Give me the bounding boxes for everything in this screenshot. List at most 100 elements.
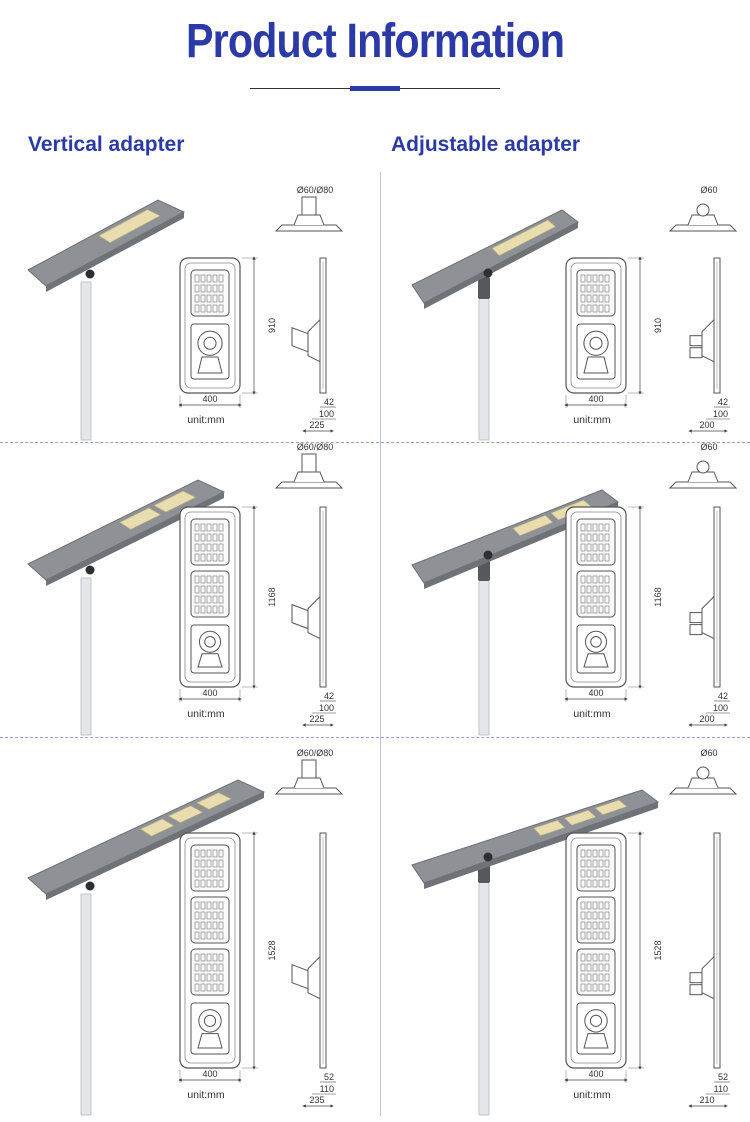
side-mount-bracket xyxy=(307,955,321,1000)
led-cell xyxy=(598,921,604,930)
front-led-module xyxy=(190,844,230,892)
lamp-housing xyxy=(27,199,186,287)
side-mount-bracket xyxy=(307,318,321,363)
side-adjust-joint xyxy=(689,347,703,359)
led-cell xyxy=(580,953,586,962)
led-panel xyxy=(119,507,162,530)
led-cell xyxy=(212,523,218,532)
led-cell xyxy=(604,553,610,562)
unit-label: unit:mm xyxy=(187,414,225,426)
led-cell xyxy=(592,869,598,878)
led-cell xyxy=(212,921,218,930)
led-cell xyxy=(194,284,200,293)
mount-ring xyxy=(197,330,223,356)
side-adjust-joint xyxy=(689,624,703,636)
led-cell xyxy=(586,294,592,303)
front-led-module xyxy=(576,518,616,566)
thickness-label-top: 42 xyxy=(324,691,334,701)
led-cell xyxy=(218,869,224,878)
led-cell xyxy=(604,973,610,982)
led-cell xyxy=(200,605,206,614)
led-cell xyxy=(598,274,604,283)
led-cell xyxy=(592,931,598,940)
led-cell xyxy=(598,849,604,858)
led-cell xyxy=(206,605,212,614)
led-cell xyxy=(580,585,586,594)
thickness-label-top: 42 xyxy=(718,397,728,407)
led-cell xyxy=(200,869,206,878)
led-cell xyxy=(212,284,218,293)
top-view-ball-joint xyxy=(696,766,710,780)
top-view-housing xyxy=(274,787,344,795)
led-cell xyxy=(598,284,604,293)
led-cell xyxy=(200,595,206,604)
led-cell xyxy=(206,911,212,920)
led-cell xyxy=(212,859,218,868)
unit-label: unit:mm xyxy=(187,708,225,720)
width-dim-label: 400 xyxy=(588,688,603,698)
led-cell xyxy=(598,304,604,313)
led-cell xyxy=(592,879,598,888)
led-cell xyxy=(604,921,610,930)
led-cell xyxy=(218,284,224,293)
front-inner-outline xyxy=(570,837,622,1064)
led-cell xyxy=(200,294,206,303)
led-panel xyxy=(153,490,197,513)
led-cell xyxy=(206,274,212,283)
led-panel xyxy=(533,820,566,837)
top-view-housing xyxy=(668,481,738,489)
front-inner-outline xyxy=(184,262,236,389)
thickness-label-mid: 110 xyxy=(320,1084,334,1094)
led-cell xyxy=(218,911,224,920)
led-cell xyxy=(206,921,212,930)
led-cell xyxy=(194,921,200,930)
adjustable-bracket xyxy=(478,277,490,299)
lamp-housing-edge xyxy=(424,222,578,309)
unit-label: unit:mm xyxy=(187,1089,225,1101)
led-cell xyxy=(586,523,592,532)
led-cell xyxy=(194,931,200,940)
led-cell xyxy=(604,879,610,888)
led-cell xyxy=(200,963,206,972)
led-cell xyxy=(206,553,212,562)
side-adjust-joint xyxy=(689,972,703,984)
led-cell xyxy=(200,304,206,313)
mount-ring xyxy=(584,1009,608,1033)
column-divider xyxy=(380,172,381,1116)
led-cell xyxy=(580,931,586,940)
led-cell xyxy=(592,849,598,858)
led-cell xyxy=(592,605,598,614)
led-cell xyxy=(580,284,586,293)
width-dim-label: 400 xyxy=(202,688,217,698)
led-cell xyxy=(200,921,206,930)
led-cell xyxy=(206,585,212,594)
led-cell xyxy=(598,953,604,962)
pole xyxy=(478,576,490,736)
led-cell xyxy=(586,879,592,888)
led-cell xyxy=(580,274,586,283)
led-cell xyxy=(194,304,200,313)
led-cell xyxy=(218,953,224,962)
led-cell xyxy=(604,304,610,313)
led-cell xyxy=(586,931,592,940)
width-dim-label: 400 xyxy=(588,1069,603,1079)
led-cell xyxy=(586,575,592,584)
led-cell xyxy=(592,533,598,542)
led-cell xyxy=(200,983,206,992)
led-cell xyxy=(592,973,598,982)
led-cell xyxy=(604,523,610,532)
led-cell xyxy=(200,523,206,532)
led-cell xyxy=(580,869,586,878)
width-dim-label: 400 xyxy=(588,394,603,404)
mount-ring xyxy=(198,1009,222,1033)
led-cell xyxy=(598,973,604,982)
led-cell xyxy=(218,605,224,614)
bracket-base xyxy=(197,653,223,668)
led-cell xyxy=(598,605,604,614)
lamp-housing-edge xyxy=(46,792,264,900)
led-cell xyxy=(598,533,604,542)
thickness-label-mid: 100 xyxy=(713,409,728,419)
depth-label: 210 xyxy=(699,1095,714,1105)
